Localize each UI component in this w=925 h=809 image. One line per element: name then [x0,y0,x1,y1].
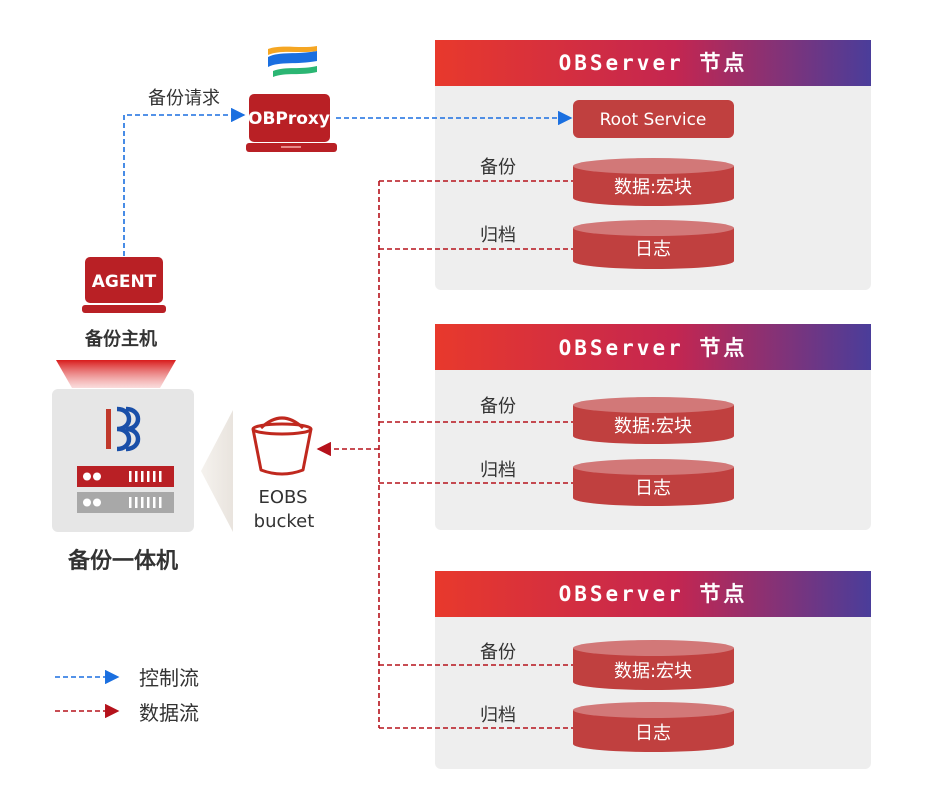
node-2-data-label: 数据:宏块 [614,416,692,437]
node-2-log-label: 日志 [635,478,671,499]
control-flow-agent-to-proxy [123,107,246,256]
obproxy-label: OBProxy [248,109,330,129]
bucket-label-line2: bucket [254,511,315,532]
connection-beam [56,360,176,388]
node-3-header [435,571,871,617]
node-2-header [435,324,871,370]
node-1-log-cylinder: 日志 [573,220,734,270]
control-flow-lines [123,107,573,256]
node-1-backup-label: 备份 [480,157,516,178]
agent: AGENT 备份主机 [82,257,166,350]
eobs-bucket: EOBS bucket [251,416,315,532]
backup-appliance: 备份一体机 [52,389,194,574]
legend-control-label: 控制流 [139,666,199,690]
node-1-data-cylinder: 数据:宏块 [573,158,734,207]
legend-data-label: 数据流 [139,701,199,725]
node-1-archive-label: 归档 [480,225,516,246]
laptop-icon [246,94,337,152]
backup-host-label: 备份主机 [84,328,157,350]
node-3-log-cylinder: 日志 [573,702,734,753]
observer-node-2: OBServer 节点 数据:宏块 日志 备份 归档 [435,324,871,530]
node-2-data-cylinder: 数据:宏块 [573,397,734,445]
observer-node-1: OBServer 节点 Root Service 数据:宏块 日志 备份 归档 [435,40,871,290]
backup-request-label: 备份请求 [148,88,220,109]
obproxy-logo-icon [268,46,317,77]
node-1-header-text: OBServer 节点 [559,51,748,75]
node-1-data-label: 数据:宏块 [614,177,692,198]
legend: 控制流 数据流 [55,666,199,725]
obproxy: OBProxy [246,46,337,152]
node-3-data-label: 数据:宏块 [614,661,692,682]
node-1-header [435,40,871,86]
root-service-box [573,100,734,138]
bucket-icon [251,416,313,476]
bucket-label-line1: EOBS [259,487,308,508]
node-2-header-text: OBServer 节点 [559,336,748,360]
node-3-header-text: OBServer 节点 [559,582,748,606]
node-1-log-label: 日志 [635,239,671,260]
backup-appliance-label: 备份一体机 [67,548,178,574]
agent-label: AGENT [92,272,157,292]
node-3-data-cylinder: 数据:宏块 [573,640,734,691]
connection-wedge [201,410,233,532]
node-3-archive-label: 归档 [480,705,516,726]
database-server-icon [77,406,174,513]
node-2-backup-label: 备份 [480,396,516,417]
laptop-icon [82,257,166,313]
root-service-label: Root Service [600,110,707,130]
node-3-log-label: 日志 [635,723,671,744]
node-2-log-cylinder: 日志 [573,459,734,507]
node-2-archive-label: 归档 [480,460,516,481]
observer-node-3: OBServer 节点 数据:宏块 日志 备份 归档 [435,571,871,769]
data-flow-lines [316,180,573,729]
node-3-backup-label: 备份 [480,642,516,663]
